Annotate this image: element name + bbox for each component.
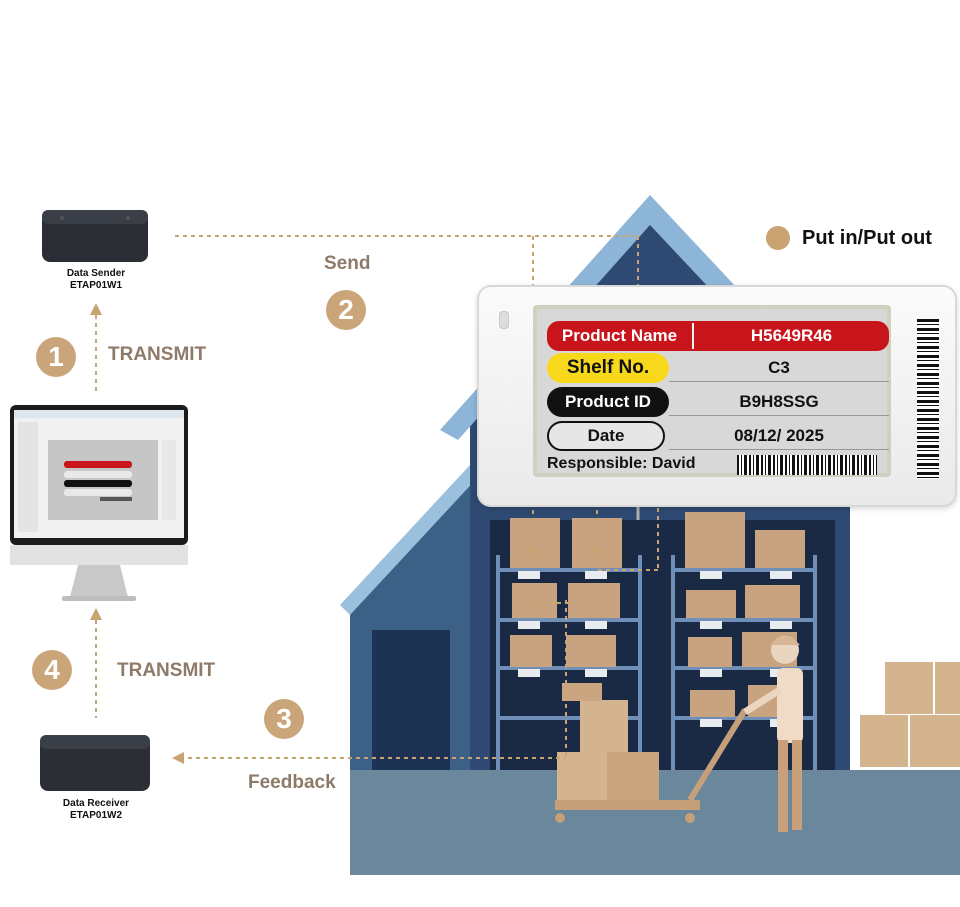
shelf-left — [496, 555, 642, 770]
data-sender-model: ETAP01W1 — [69, 280, 123, 291]
tag-row-product-name: Product Name H5649R46 — [547, 321, 889, 351]
step-2-label: Send — [324, 253, 371, 274]
tag-bottom-barcode — [737, 455, 877, 475]
tag-led-indicator — [499, 311, 509, 329]
shelf-label: Shelf No. — [547, 353, 669, 383]
feedback-arrowhead — [172, 752, 184, 764]
data-sender-label: Data Sender ETAP01W1 — [40, 268, 152, 292]
computer-monitor — [10, 405, 188, 601]
data-receiver-label: Data Receiver ETAP01W2 — [40, 798, 152, 822]
step-2-badge: 2 — [326, 290, 366, 330]
tag-side-barcode — [917, 319, 939, 479]
data-receiver-device — [40, 735, 150, 791]
step-4-label: TRANSMIT — [117, 660, 216, 681]
side-roof — [340, 465, 480, 615]
responsible-text: Responsible: David — [547, 455, 696, 472]
trolley — [555, 683, 748, 823]
tag-row-shelf: Shelf No. C3 — [547, 353, 889, 383]
shelf-value: C3 — [768, 358, 790, 377]
stacked-boxes — [860, 662, 960, 767]
data-receiver-model: ETAP01W2 — [69, 810, 123, 821]
step-1-badge: 1 — [36, 337, 76, 377]
product-id-label: Product ID — [547, 387, 669, 417]
down-arrow-2 — [592, 548, 602, 558]
transmit1-arrowhead — [90, 303, 102, 315]
step-3-badge: 3 — [264, 699, 304, 739]
tag-row-product-id: Product ID B9H8SSG — [547, 387, 889, 417]
transmit4-arrowhead — [90, 608, 102, 620]
legend-dot — [766, 226, 790, 250]
data-sender-name: Data Sender — [66, 268, 126, 279]
side-door — [372, 630, 450, 770]
product-name-label: Product Name — [561, 326, 678, 345]
step-1-label: TRANSMIT — [108, 344, 207, 365]
step-4-badge: 4 — [32, 650, 72, 690]
date-label: Date — [547, 421, 665, 451]
electronic-shelf-label: Product Name H5649R46 Shelf No. C3 Produ… — [477, 285, 957, 507]
tag-screen: Product Name H5649R46 Shelf No. C3 Produ… — [533, 305, 891, 477]
data-receiver-name: Data Receiver — [62, 798, 130, 809]
down-arrow-1 — [528, 548, 538, 558]
step-3-label: Feedback — [248, 772, 336, 793]
legend: Put in/Put out — [766, 226, 932, 250]
data-sender-device — [42, 210, 148, 262]
tag-row-date: Date 08/12/ 2025 — [547, 421, 889, 451]
product-name-value: H5649R46 — [750, 326, 833, 345]
product-id-value: B9H8SSG — [739, 392, 819, 411]
legend-label: Put in/Put out — [802, 226, 932, 249]
date-value: 08/12/ 2025 — [734, 426, 824, 445]
worker — [743, 636, 803, 832]
